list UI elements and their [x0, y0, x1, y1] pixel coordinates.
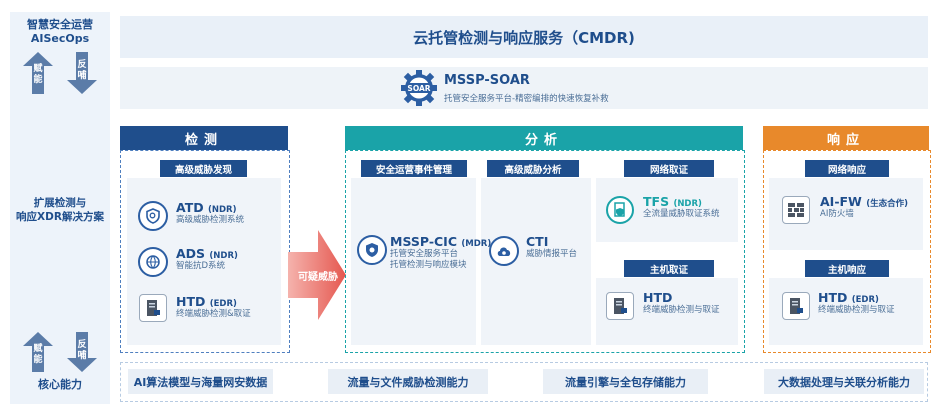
cti-item: CTI 威胁情报平台: [526, 234, 577, 260]
up-arrow-icon: [23, 332, 53, 372]
atd-tag: (NDR): [207, 205, 237, 215]
fw-desc: AI防火墙: [820, 209, 854, 219]
down-arrow-icon: [67, 332, 97, 372]
suspicious-threat-arrow: [288, 230, 346, 320]
soc-event-subheader: 安全运营事件管理: [361, 160, 467, 177]
tfs-name: TFS: [643, 194, 670, 209]
cti-desc: 威胁情报平台: [526, 249, 578, 259]
aisecops-title-line1: 智慧安全运营: [27, 18, 93, 31]
feedback-label-bottom: 反哺: [77, 340, 87, 361]
htd-forensics-desc: 终端威胁检测与取证: [643, 305, 720, 315]
host-forensics-subheader: 主机取证: [624, 260, 714, 277]
htd-response-tag: (EDR): [851, 295, 879, 305]
tfs-tag: (NDR): [673, 199, 702, 209]
analysis-panel: [345, 150, 745, 353]
xdr-title-line1: 扩展检测与: [33, 197, 87, 209]
cti-name: CTI: [526, 234, 549, 249]
host-response-subheader: 主机响应: [805, 260, 889, 277]
globe-shield-icon: [138, 247, 168, 277]
capability-traffic-engine: 流量引擎与全包存储能力: [543, 369, 708, 394]
detection-panel: [120, 150, 290, 353]
network-forensics-subheader: 网络取证: [624, 160, 714, 177]
detection-subheader: 高级威胁发现: [160, 160, 247, 177]
server-lock-icon: [606, 292, 634, 320]
atd-name: ATD: [176, 200, 204, 215]
htd-response-desc: 终端威胁检测与取证: [818, 305, 895, 315]
htd-detection-desc: 终端威胁检测&取证: [176, 309, 251, 319]
shield-gear-icon: [357, 235, 387, 265]
cic-desc2: 托管检测与响应模块: [390, 260, 467, 270]
cic-tag: (MDR): [461, 239, 492, 249]
capability-ai-model: AI算法模型与海量网安数据: [128, 369, 273, 394]
xdr-title-line2: 响应XDR解决方案: [16, 211, 104, 223]
up-arrow-icon: [23, 52, 53, 94]
soar-name: MSSP-SOAR: [444, 73, 530, 88]
fw-name: AI-FW: [820, 194, 862, 209]
network-response-subheader: 网络响应: [805, 160, 889, 177]
detection-header: 检测: [120, 126, 288, 150]
xdr-solution-title: 扩展检测与 响应XDR解决方案: [10, 196, 110, 224]
htd-detection-tag: (EDR): [209, 299, 237, 309]
atd-item: ATD (NDR) 高级威胁检测系统: [176, 200, 244, 226]
feedback-label-top: 反哺: [77, 60, 87, 81]
server-lock-icon: [139, 294, 167, 322]
soar-badge-text: SOAR: [407, 84, 430, 93]
tfs-desc: 全流量威胁取证系统: [643, 209, 720, 219]
server-lock-icon: [782, 292, 810, 320]
capability-traffic-detection: 流量与文件威胁检测能力: [328, 369, 488, 394]
ads-desc: 智能抗D系统: [176, 261, 226, 271]
down-arrow-icon: [67, 52, 97, 94]
htd-response-name: HTD: [818, 290, 848, 305]
ads-item: ADS (NDR) 智能抗D系统: [176, 246, 238, 272]
firewall-icon: [782, 196, 810, 224]
cmdr-header: 云托管检测与响应服务（CMDR): [120, 16, 928, 58]
capability-big-data: 大数据处理与关联分析能力: [764, 369, 924, 394]
enable-label-top: 赋能: [33, 64, 43, 85]
cloud-intel-icon: [489, 236, 519, 266]
soar-desc: 托管安全服务平台-精密编排的快速恢复补救: [444, 94, 609, 104]
aisecops-title: 智慧安全运营 AISecOps: [10, 18, 110, 46]
response-panel: [763, 150, 931, 353]
htd-forensics-name: HTD: [643, 290, 673, 305]
tfs-item: TFS (NDR) 全流量威胁取证系统: [643, 194, 720, 220]
fw-tag: (生态合作): [866, 199, 908, 209]
enable-label-bottom: 赋能: [33, 344, 43, 365]
cic-desc1: 托管安全服务平台: [390, 249, 459, 259]
suspicious-threat-label: 可疑威胁: [298, 272, 338, 283]
core-capability-title: 核心能力: [38, 378, 82, 391]
htd-forensics-item: HTD 终端威胁检测与取证: [643, 290, 720, 316]
adv-threat-analysis-subheader: 高级威胁分析: [487, 160, 579, 177]
aisecops-title-line2: AISecOps: [30, 32, 90, 45]
analysis-header: 分析: [345, 126, 743, 150]
cic-name: MSSP-CIC: [390, 234, 458, 249]
soar-bar: SOAR MSSP-SOAR 托管安全服务平台-精密编排的快速恢复补救: [120, 67, 928, 109]
htd-response-item: HTD (EDR) 终端威胁检测与取证: [818, 290, 895, 316]
ads-name: ADS: [176, 246, 206, 261]
document-shield-icon: [606, 196, 634, 224]
shield-search-icon: [138, 201, 168, 231]
htd-detection-name: HTD: [176, 294, 206, 309]
cic-item: MSSP-CIC (MDR) 托管安全服务平台 托管检测与响应模块: [390, 234, 491, 271]
soar-gear-icon: SOAR: [400, 70, 438, 106]
atd-desc: 高级威胁检测系统: [176, 215, 245, 225]
response-header: 响应: [763, 126, 929, 150]
htd-detection-item: HTD (EDR) 终端威胁检测&取证: [176, 294, 251, 320]
left-column: [10, 12, 110, 404]
fw-item: AI-FW (生态合作) AI防火墙: [820, 194, 908, 220]
ads-tag: (NDR): [209, 251, 238, 261]
